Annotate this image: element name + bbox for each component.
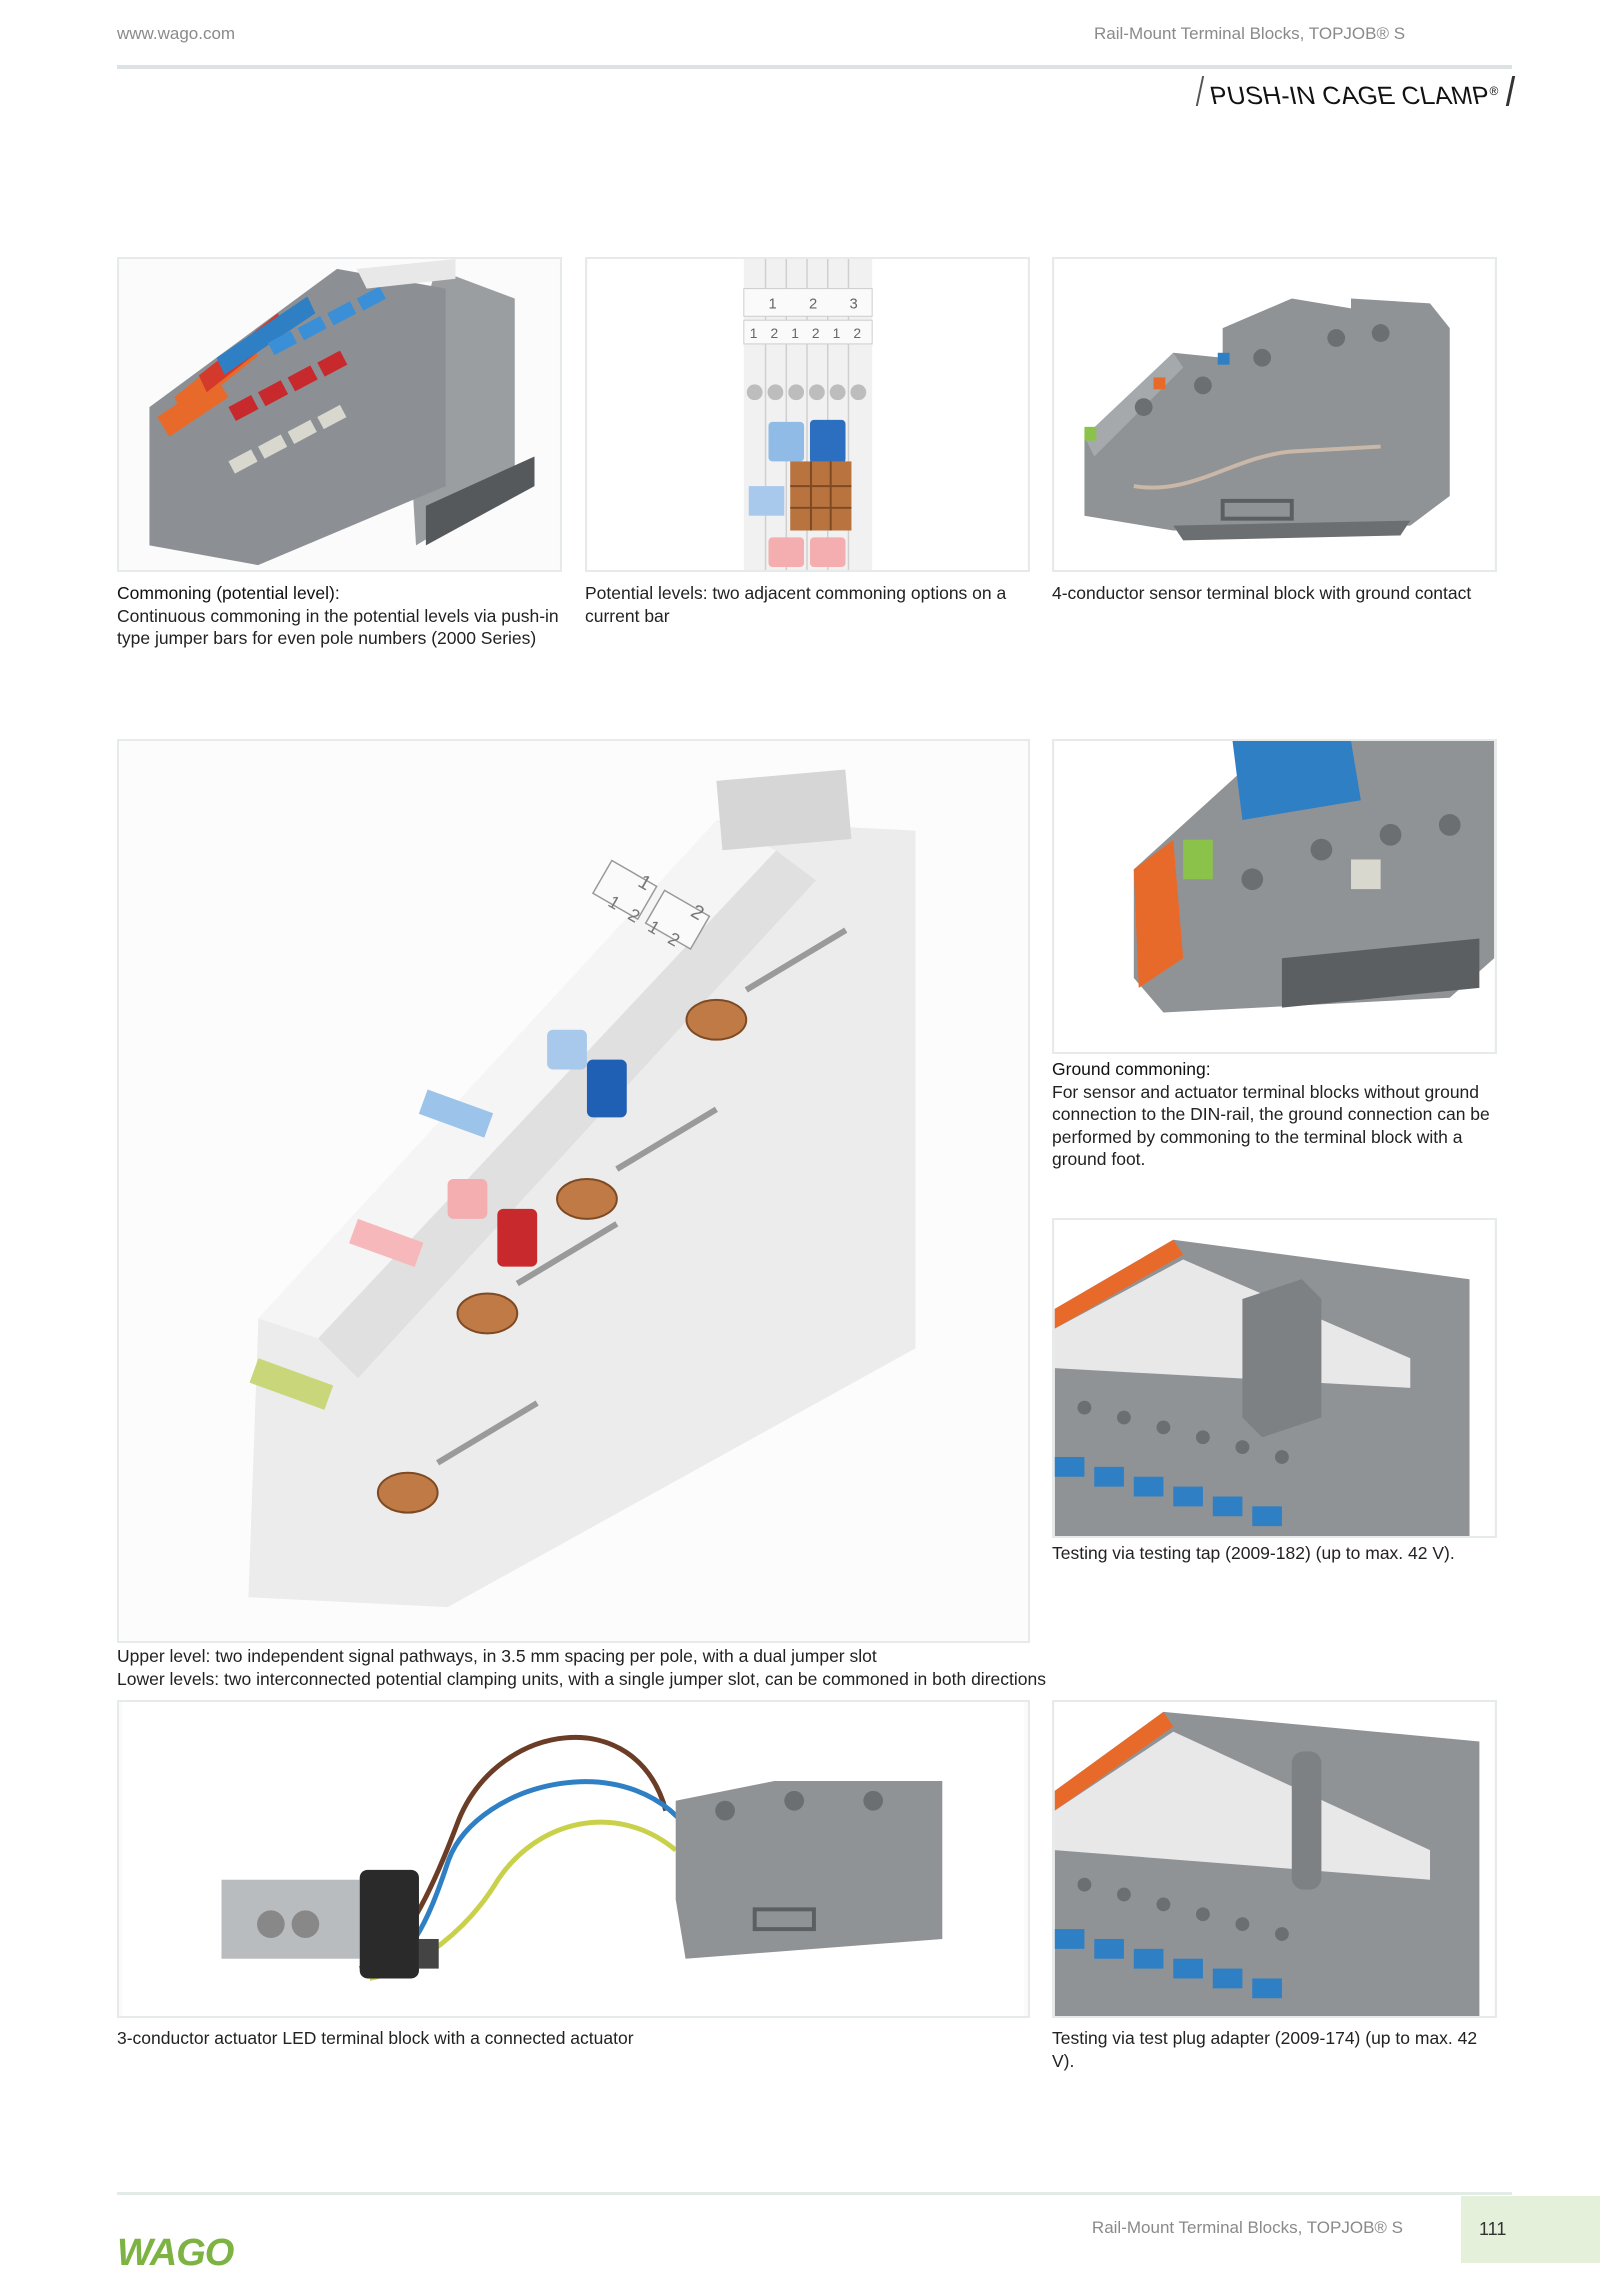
actuator-caption: 3-conductor actuator LED terminal block …: [117, 2027, 1030, 2050]
pl-marker-bottom-3: 1: [791, 325, 799, 341]
ground-commoning-illustration: [1054, 741, 1495, 1052]
page-number: 111: [1461, 2196, 1600, 2263]
wago-logo: WAGO: [117, 2232, 234, 2274]
ground-commoning-photo: [1052, 739, 1497, 1054]
test-plug-illustration: [1054, 1702, 1495, 2016]
testing-tap-photo: [1052, 1218, 1497, 1538]
ground-commoning-caption-text: For sensor and actuator terminal blocks …: [1052, 1081, 1490, 1170]
potential-levels-caption: Potential levels: two adjacent commoning…: [585, 582, 1030, 627]
header-divider: [117, 65, 1512, 69]
site-url[interactable]: www.wago.com: [117, 24, 236, 43]
sensor-block-caption: 4-conductor sensor terminal block with g…: [1052, 582, 1497, 605]
large-block-illustration: 1 2 1 2 1 2: [119, 741, 1028, 1641]
commoning-caption: Commoning (potential level): Continuous …: [117, 582, 565, 650]
potential-levels-illustration: 1 2 3 1 2 1 2 1 2: [587, 259, 1028, 570]
commoning-caption-text: Continuous commoning in the potential le…: [117, 605, 559, 649]
sensor-block-photo: [1052, 257, 1497, 572]
footer-divider: [117, 2192, 1512, 2195]
test-plug-caption: Testing via test plug adapter (2009-174)…: [1052, 2027, 1497, 2072]
push-in-cage-clamp-badge: PUSH-IN CAGE CLAMP®: [1195, 76, 1516, 110]
commoning-caption-title: Commoning (potential level):: [117, 583, 340, 603]
test-plug-photo: [1052, 1700, 1497, 2018]
pl-marker-top-2: 2: [809, 296, 817, 312]
large-block-caption: Upper level: two independent signal path…: [117, 1645, 1217, 1690]
badge-label: PUSH-IN CAGE CLAMP: [1207, 82, 1493, 111]
commoning-photo: [117, 257, 562, 572]
pl-marker-top-1: 1: [769, 296, 777, 312]
pl-marker-top-3: 3: [849, 296, 857, 312]
testing-tap-caption: Testing via testing tap (2009-182) (up t…: [1052, 1542, 1497, 1565]
test-plug-caption-text: Testing via test plug adapter (2009-174)…: [1052, 2028, 1478, 2071]
commoning-illustration: [119, 259, 560, 570]
header-section-title: Rail-Mount Terminal Blocks, TOPJOB® S: [1094, 24, 1406, 43]
large-block-caption-line2: Lower levels: two interconnected potenti…: [117, 1668, 1046, 1689]
actuator-photo: [117, 1700, 1030, 2018]
actuator-illustration: [122, 1702, 1025, 2016]
ground-commoning-caption-title: Ground commoning:: [1052, 1059, 1211, 1079]
sensor-block-caption-text: 4-conductor sensor terminal block with g…: [1052, 583, 1472, 603]
testing-tap-caption-text: Testing via testing tap (2009-182) (up t…: [1052, 1543, 1455, 1563]
testing-tap-illustration: [1054, 1220, 1495, 1536]
footer-section-title: Rail-Mount Terminal Blocks, TOPJOB® S: [1091, 2218, 1403, 2237]
pl-marker-bottom-6: 2: [853, 325, 861, 341]
large-block-caption-line1: Upper level: two independent signal path…: [117, 1646, 877, 1666]
pl-marker-bottom-5: 1: [833, 325, 841, 341]
ground-commoning-caption: Ground commoning: For sensor and actuato…: [1052, 1058, 1497, 1171]
badge-registered-mark: ®: [1489, 84, 1499, 98]
sensor-block-illustration: [1054, 259, 1495, 570]
pl-marker-bottom-1: 1: [750, 325, 758, 341]
large-block-photo: 1 2 1 2 1 2: [117, 739, 1030, 1643]
potential-levels-caption-text: Potential levels: two adjacent commoning…: [585, 583, 1007, 626]
pl-marker-bottom-2: 2: [770, 325, 778, 341]
potential-levels-photo: 1 2 3 1 2 1 2 1 2: [585, 257, 1030, 572]
actuator-caption-text: 3-conductor actuator LED terminal block …: [117, 2028, 634, 2048]
pl-marker-bottom-4: 2: [812, 325, 820, 341]
